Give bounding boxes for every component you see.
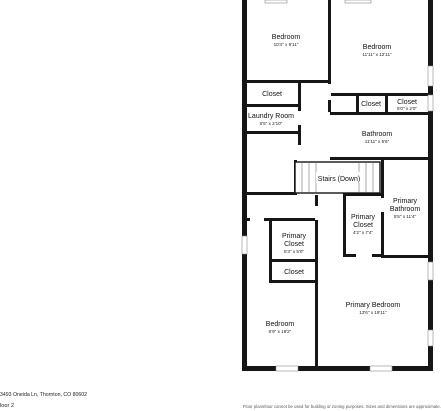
room-dims-primary-bathroom: 5'5" x 11'4" xyxy=(394,214,417,219)
room-dims-bathroom: 11'11" x 5'6" xyxy=(365,139,390,144)
room-name-primary-closet-left-line2: Closet xyxy=(284,241,304,248)
room-name-closet-lower: Closet xyxy=(284,269,304,276)
room-name-closet-a: Closet xyxy=(361,101,381,108)
room-dims-closet-b: 5'0" x 2'0" xyxy=(397,106,417,111)
room-name-bedroom-bottom: Bedroom xyxy=(266,321,295,328)
room-name-primary-bathroom-line1: Primary xyxy=(393,198,418,205)
room-name-stairs: Stairs (Down) xyxy=(318,176,360,183)
room-name-primary-closet-right-line1: Primary xyxy=(351,214,376,221)
property-address: 3493 Oneida Ln, Thornton, CO 80602 xyxy=(0,392,88,398)
room-dims-primary-closet-right: 4'2" x 7'4" xyxy=(353,230,373,235)
stairs xyxy=(294,161,381,194)
room-name-bedroom-top-right: Bedroom xyxy=(363,44,392,51)
room-dims-primary-bedroom: 13'6" x 19'11" xyxy=(359,310,387,315)
room-name-closet-b: Closet xyxy=(397,99,417,106)
room-labels: Bedroom 10'4" x 9'11" Bedroom 11'11" x 1… xyxy=(248,34,420,334)
room-dims-bedroom-top-left: 10'4" x 9'11" xyxy=(274,42,299,47)
door-gaps xyxy=(250,84,384,257)
windows xyxy=(241,0,434,372)
room-name-closet-upper-left: Closet xyxy=(262,91,282,98)
room-dims-laundry-room: 6'5" x 2'10" xyxy=(260,121,283,126)
room-name-primary-closet-left-line1: Primary xyxy=(282,233,307,240)
outer-walls xyxy=(242,0,433,371)
floor-label: loor 2 xyxy=(0,403,14,409)
room-dims-bedroom-top-right: 11'11" x 12'11" xyxy=(362,52,392,57)
room-name-primary-closet-right-line2: Closet xyxy=(353,222,373,229)
room-dims-bedroom-bottom: 6'9" x 18'2" xyxy=(269,329,292,334)
disclaimer: Floor plans/tour cannot be used for buil… xyxy=(242,404,441,409)
room-name-bedroom-top-left: Bedroom xyxy=(272,34,301,41)
room-name-primary-bathroom-line2: Bathroom xyxy=(390,206,421,213)
room-name-bathroom: Bathroom xyxy=(362,131,393,138)
room-name-laundry-room: Laundry Room xyxy=(248,113,294,120)
room-name-primary-bedroom: Primary Bedroom xyxy=(346,302,401,309)
room-dims-primary-closet-left: 5'3" x 5'0" xyxy=(284,249,304,254)
